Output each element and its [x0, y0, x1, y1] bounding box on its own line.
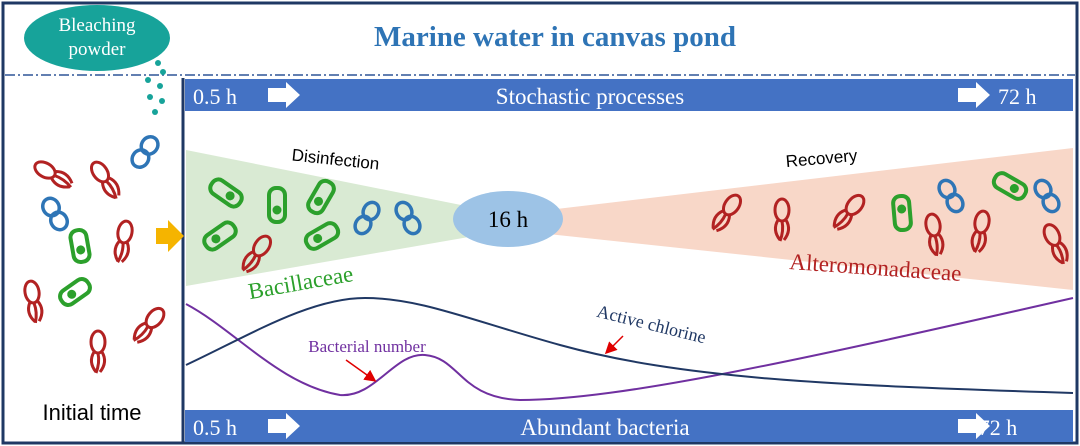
flagellated-bacterium-icon: [711, 193, 743, 233]
recovery-community: [711, 171, 1069, 265]
arrow-right-icon: [958, 82, 990, 108]
arrow-right-icon: [268, 413, 300, 439]
bacterial-number-curve: [185, 297, 1074, 402]
active-chlorine-curve: [185, 296, 1074, 394]
top-bar-start: 0.5 h: [193, 84, 237, 109]
bottom-bar-label: Abundant bacteria: [520, 415, 689, 440]
flagellated-bacterium-icon: [113, 219, 134, 264]
flagellated-bacterium-icon: [241, 234, 273, 274]
bacillus-icon: [202, 220, 238, 252]
disinfection-wedge: [186, 150, 486, 286]
coccus-pair-icon: [130, 135, 160, 169]
flagellated-bacterium-icon: [23, 279, 44, 324]
arrow-right-icon: [156, 220, 184, 252]
bottom-bar-start: 0.5 h: [193, 415, 237, 440]
powder-dots: [145, 60, 166, 115]
bacterial-number-pointer: [345, 359, 377, 382]
coccus-pair-icon: [394, 200, 422, 236]
coccus-pair-icon: [1033, 178, 1061, 214]
active-chlorine-label: Active chlorine: [595, 301, 708, 347]
bacterial-number-label: Bacterial number: [308, 337, 426, 356]
disinfection-label: Disinfection: [291, 145, 380, 173]
midpoint-label: 16 h: [488, 207, 529, 232]
top-bar-label: Stochastic processes: [496, 84, 684, 109]
active-chlorine-pointer: [604, 335, 624, 355]
bleaching-powder-badge: Bleaching powder: [24, 5, 170, 71]
bacillus-icon: [306, 178, 336, 216]
bacillus-icon: [58, 277, 92, 307]
bacillus-icon: [303, 221, 341, 251]
top-bar-end: 72 h: [998, 84, 1037, 109]
flagellated-bacterium-icon: [89, 160, 121, 200]
flagellated-bacterium-icon: [1042, 223, 1069, 265]
arrow-right-icon: [958, 413, 990, 439]
bacillus-icon: [891, 193, 913, 233]
bacillus-icon: [208, 177, 244, 209]
initial-time-label: Initial time: [42, 400, 141, 425]
disinfection-community: [202, 177, 422, 274]
initial-community: [23, 135, 166, 374]
abundant-bacteria-bar: 0.5 h Abundant bacteria 72 h: [185, 410, 1073, 442]
bacillus-icon: [68, 227, 92, 265]
midpoint-ellipse: [453, 191, 563, 247]
coccus-pair-icon: [353, 200, 381, 236]
flagellated-bacterium-icon: [89, 329, 107, 374]
coccus-pair-icon: [937, 178, 965, 214]
flagellated-bacterium-icon: [970, 209, 991, 254]
flagellated-bacterium-icon: [33, 160, 74, 189]
bottom-bar-end: 72 h: [979, 415, 1018, 440]
flagellated-bacterium-icon: [132, 306, 166, 344]
flagellated-bacterium-icon: [832, 193, 866, 231]
bacillus-icon: [267, 186, 287, 224]
arrow-right-icon: [268, 82, 300, 108]
diagram-title: Marine water in canvas pond: [374, 21, 736, 53]
flagellated-bacterium-icon: [924, 212, 945, 257]
coccus-pair-icon: [40, 196, 70, 232]
recovery-label: Recovery: [785, 146, 859, 171]
stochastic-processes-bar: 0.5 h Stochastic processes 72 h: [185, 79, 1073, 111]
bacillus-icon: [991, 171, 1029, 201]
bleach-line-1: Bleaching: [58, 15, 136, 36]
flagellated-bacterium-icon: [773, 197, 791, 242]
bleach-line-2: powder: [69, 39, 127, 60]
